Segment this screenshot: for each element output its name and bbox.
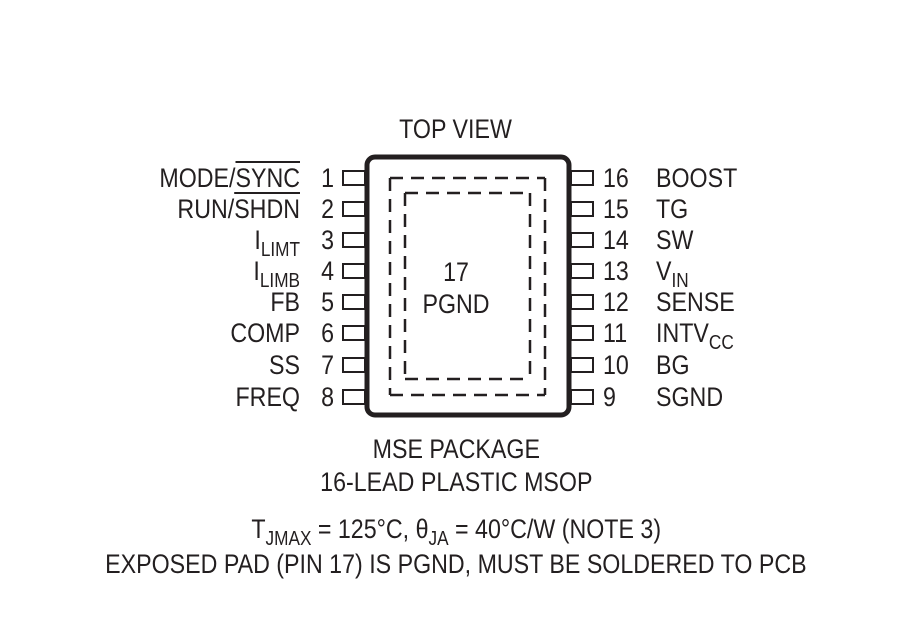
- exposed-pad-outline: [388, 176, 547, 397]
- pin-stub-9: [570, 389, 594, 405]
- pin-name-6: COMP: [230, 318, 300, 348]
- pin-number-10: 10: [603, 350, 629, 380]
- pin-stub-15: [570, 201, 594, 217]
- pin-stub-6: [342, 325, 366, 341]
- pin-number-8: 8: [321, 382, 334, 412]
- pin-stub-5: [342, 294, 366, 310]
- pin-stub-8: [342, 389, 366, 405]
- pin-name-7: SS: [269, 350, 300, 380]
- package-name: MSE PACKAGE: [372, 434, 540, 464]
- pin-stub-10: [570, 357, 594, 373]
- pin-name-13: VIN: [656, 256, 689, 292]
- pin-stub-7: [342, 357, 366, 373]
- pin-stubs: [342, 170, 594, 405]
- pin-stub-11: [570, 325, 594, 341]
- pin-name-4: ILIMB: [253, 256, 300, 292]
- pin-number-6: 6: [321, 318, 334, 348]
- view-title: TOP VIEW: [399, 114, 513, 144]
- pin-number-13: 13: [603, 256, 629, 286]
- pin-name-3: ILIMT: [254, 225, 300, 261]
- pin-number-3: 3: [321, 225, 334, 255]
- pin-number-16: 16: [603, 163, 629, 193]
- package-body: [364, 154, 572, 418]
- package-type: 16-LEAD PLASTIC MSOP: [319, 467, 593, 497]
- pin-name-11: INTVCC: [656, 318, 734, 354]
- pin-stub-16: [570, 170, 594, 186]
- pin-number-14: 14: [603, 225, 629, 255]
- pin-name-14: SW: [656, 225, 694, 255]
- pin-number-2: 2: [321, 194, 334, 224]
- pin-stub-4: [342, 263, 366, 279]
- pin-name-12: SENSE: [656, 287, 735, 317]
- pin-stub-14: [570, 232, 594, 248]
- pad-label: PGND: [422, 289, 490, 319]
- pin-stub-12: [570, 294, 594, 310]
- pin-name-2: RUN/SHDN: [177, 194, 300, 224]
- thermal-spec: TJMAX = 125°C, θJA = 40°C/W (NOTE 3): [251, 514, 661, 550]
- pin-number-5: 5: [321, 287, 334, 317]
- pin-number-9: 9: [603, 382, 616, 412]
- pin-number-4: 4: [321, 256, 334, 286]
- pin-stub-3: [342, 232, 366, 248]
- pin-name-8: FREQ: [235, 382, 300, 412]
- pin-number-12: 12: [603, 287, 629, 317]
- pad-number: 17: [443, 257, 469, 287]
- pin-number-7: 7: [321, 350, 334, 380]
- exposed-pad-note: EXPOSED PAD (PIN 17) IS PGND, MUST BE SO…: [105, 549, 807, 579]
- pin-number-15: 15: [603, 194, 629, 224]
- pin-name-10: BG: [656, 350, 690, 380]
- pin-name-15: TG: [656, 194, 689, 224]
- pin-name-1: MODE/SYNC: [159, 163, 300, 193]
- pin-stub-2: [342, 201, 366, 217]
- pin-number-11: 11: [603, 318, 628, 348]
- pin-name-16: BOOST: [656, 163, 738, 193]
- pin-stub-13: [570, 263, 594, 279]
- pin-name-5: FB: [270, 287, 300, 317]
- pin-number-1: 1: [321, 163, 334, 193]
- pin-name-9: SGND: [656, 382, 724, 412]
- pin-stub-1: [342, 170, 366, 186]
